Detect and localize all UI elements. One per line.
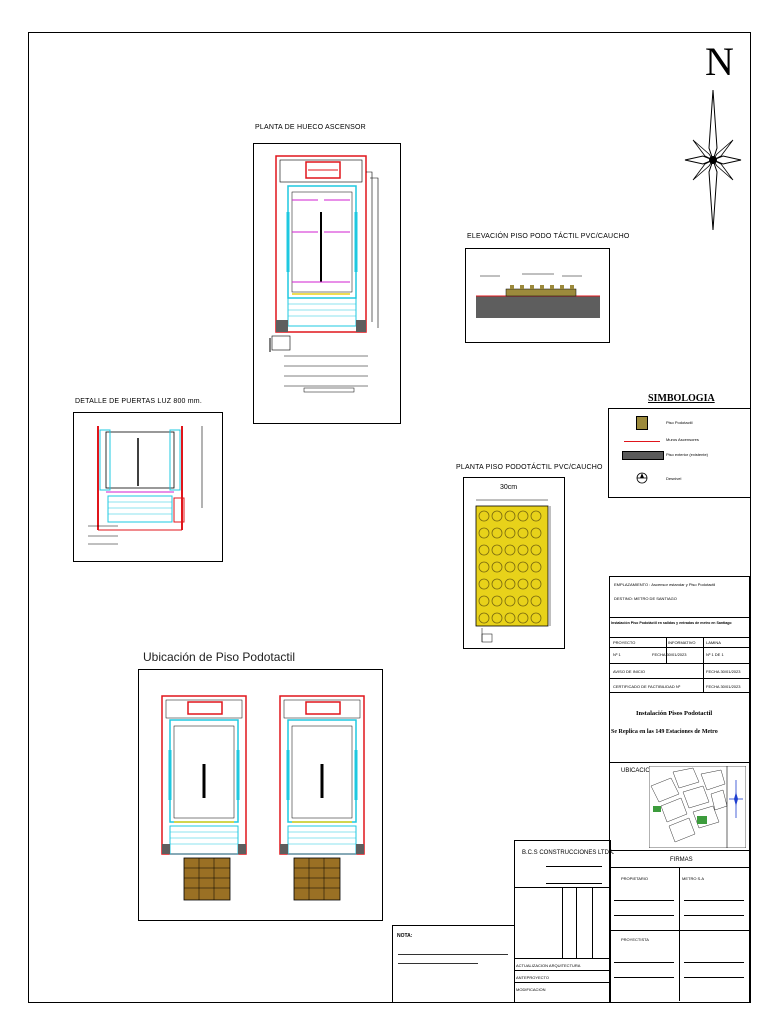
plan-shaft-title: PLANTA DE HUECO ASCENSOR [255, 124, 366, 131]
grid-date: FECHA 30/01/2023 [652, 652, 687, 657]
level-change-icon [636, 472, 648, 484]
title-block [609, 576, 750, 1003]
legend-swatch-tactile [636, 416, 648, 430]
grid-proyecto: PROYECTO [613, 640, 636, 645]
plan-shaft-drawing [269, 155, 379, 393]
legend-title: SIMBOLOGIA [648, 393, 715, 404]
destino-label: DESTINO: METRO DE SANTIAGO [614, 596, 677, 601]
notes-box [392, 925, 515, 1003]
tile-width-label: 30cm [500, 484, 518, 491]
location-title: Ubicación de Piso Podotactil [143, 650, 296, 664]
plan-shaft-box [253, 143, 401, 424]
rev-row-1: ACTUALIZACION ARQUITECTURA [516, 963, 581, 968]
location-map [649, 766, 746, 848]
rev-row-2: ANTEPROYECTO [516, 975, 550, 980]
rev-sep-1 [514, 887, 609, 888]
company-name: B.C.S CONSTRUCCIONES LTDA. [522, 850, 615, 856]
project-description: Instalación Piso Podotáctil en salidas y… [611, 621, 732, 625]
rev-row-3: MODIFICACION [516, 987, 546, 992]
grid-cert: CERTIFICADO DE FACTIBILIDAD Nº [613, 684, 681, 689]
elevation-title: ELEVACIÓN PISO PODO TÁCTIL PVC/CAUCHO [467, 233, 630, 240]
north-arrow-icon [684, 89, 742, 231]
legend-swatch-walls [624, 441, 660, 442]
tb-sep-1 [609, 617, 749, 618]
tb-sep-7 [609, 762, 749, 763]
proyectista-label: PROYECTISTA [621, 937, 649, 942]
signature-lines-left [614, 900, 674, 916]
location-box [138, 669, 383, 921]
company-info-lines [546, 866, 602, 884]
legend-label-level: Desnivel [666, 476, 682, 481]
door-detail-title: DETALLE DE PUERTAS LUZ 800 mm. [75, 398, 202, 405]
signature-lines-right [684, 900, 744, 916]
grid-cert-date: FECHA 30/01/2023 [706, 684, 741, 689]
grid-aviso: AVISO DE INICIO [613, 669, 645, 674]
grid-lamina: LAMINA [706, 640, 721, 645]
emplacement-key: EMPLAZAMIENTO : [614, 582, 651, 587]
firmas-label: FIRMAS [670, 857, 693, 863]
grid-informativo: INFORMATIVO [668, 640, 696, 645]
legend-swatch-floor [622, 451, 664, 460]
tactile-dots [478, 510, 542, 624]
rev-sep-4 [514, 982, 609, 983]
tb-vline-1 [666, 637, 667, 663]
notes-title: NOTA: [397, 933, 413, 939]
elevation-box [465, 248, 610, 343]
elevator-left [161, 695, 247, 901]
signature-lines-right-2 [684, 962, 744, 978]
rev-sep-3 [514, 970, 609, 971]
tb-sep-4 [609, 663, 749, 664]
ubicacion-label: UBICACION [621, 768, 655, 774]
tb-sep-8 [609, 850, 749, 851]
legend-box [608, 408, 751, 498]
location-drawing [161, 695, 365, 901]
legend-label-walls: Muros Ascensores [666, 437, 699, 442]
rev-grid [514, 888, 609, 958]
elevation-drawing [476, 273, 600, 318]
elevator-right [279, 695, 365, 901]
north-letter: N [705, 39, 734, 84]
plan-tactile-box [463, 477, 565, 649]
main-title-line1: Instalación Pisos Podotactil [636, 710, 713, 717]
rev-sep-2 [514, 958, 609, 959]
door-detail-drawing [88, 426, 203, 545]
tactile-tile-drawing [475, 499, 551, 643]
tb-vline-2 [703, 637, 704, 692]
legend-label-tactile: Piso Podotactil [666, 420, 693, 425]
main-title-line2: Se Replica en las 149 Estaciones de Metr… [611, 729, 718, 735]
tb-sep-10 [609, 930, 749, 931]
notes-line-1 [398, 954, 508, 955]
signature-lines-left-2 [614, 962, 674, 978]
door-detail-box [73, 412, 223, 562]
tb-sep-6 [609, 692, 749, 693]
tb-vline-3 [679, 867, 680, 1001]
grid-aviso-date: FECHA 30/01/2023 [706, 669, 741, 674]
tb-sep-3 [609, 647, 749, 648]
grid-number: Nº 1 [613, 652, 621, 657]
map-north-icon [729, 780, 743, 818]
notes-line-2 [398, 963, 478, 964]
metro-label: METRO S.A [682, 876, 705, 881]
grid-sheet: Nº 1 DE 1 [706, 652, 724, 657]
plan-tactile-title: PLANTA PISO PODOTÁCTIL PVC/CAUCHO [456, 464, 603, 471]
sheet-frame [28, 32, 751, 1003]
tb-sep-5 [609, 678, 749, 679]
propietario-label: PROPIETARIO [621, 876, 649, 881]
emplacement-label: EMPLAZAMIENTO : Ascensor estandar y Piso… [614, 582, 715, 587]
tb-sep-2 [609, 637, 749, 638]
emplacement-value: Ascensor estandar y Piso Podotactil [651, 582, 716, 587]
legend-label-floor: Piso exterior (existente) [666, 452, 709, 457]
